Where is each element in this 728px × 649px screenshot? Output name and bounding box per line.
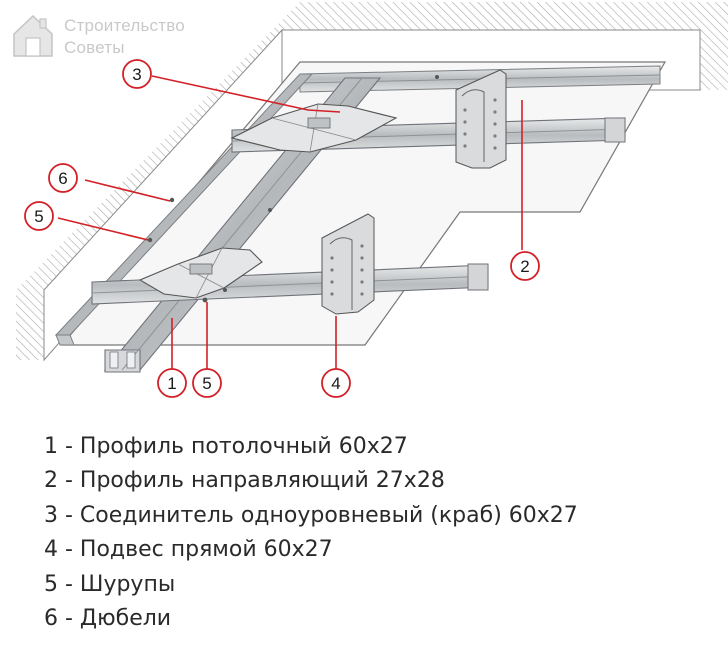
svg-text:5: 5 — [34, 207, 43, 226]
watermark-line-2: Советы — [64, 38, 125, 57]
legend-item-4: 4 - Подвес прямой 60x27 — [44, 537, 333, 563]
svg-text:1: 1 — [167, 374, 176, 393]
legend-item-1: 1 - Профиль потолочный 60x27 — [44, 434, 408, 459]
legend: 1 - Профиль потолочный 60x27 2 - Профиль… — [44, 430, 684, 636]
callout-circle-1: 1 — [157, 368, 187, 398]
callout-leaders — [57, 75, 523, 370]
svg-text:5: 5 — [202, 374, 211, 393]
legend-item-2: 2 - Профиль направляющий 27x28 — [44, 468, 445, 494]
screws-and-dowels — [147, 75, 439, 303]
legend-item-5: 5 - Шурупы — [44, 571, 176, 597]
svg-text:3: 3 — [132, 65, 141, 84]
svg-text:4: 4 — [331, 374, 340, 393]
callout-circle-5-bottom: 5 — [192, 368, 222, 398]
watermark-line-1: Строительство — [64, 16, 185, 35]
legend-item-6: 6 - Дюбели — [44, 605, 172, 631]
watermark-logo: Строительство Советы — [8, 10, 208, 66]
svg-text:6: 6 — [58, 169, 67, 188]
svg-text:2: 2 — [520, 257, 529, 276]
legend-item-3: 3 - Соединитель одноуровневый (краб) 60x… — [44, 502, 578, 528]
callout-circle-2: 2 — [510, 251, 540, 281]
callout-circle-6: 6 — [48, 163, 78, 193]
house-logo-icon — [13, 14, 53, 57]
callout-circle-3: 3 — [122, 59, 152, 89]
direct-hanger-top — [455, 69, 507, 169]
direct-hanger-bottom — [321, 213, 375, 315]
callout-circle-4: 4 — [321, 368, 351, 398]
crab-connector-bottom — [138, 247, 263, 299]
callout-circle-5-top: 5 — [24, 201, 54, 231]
crab-connector-top — [230, 103, 398, 153]
